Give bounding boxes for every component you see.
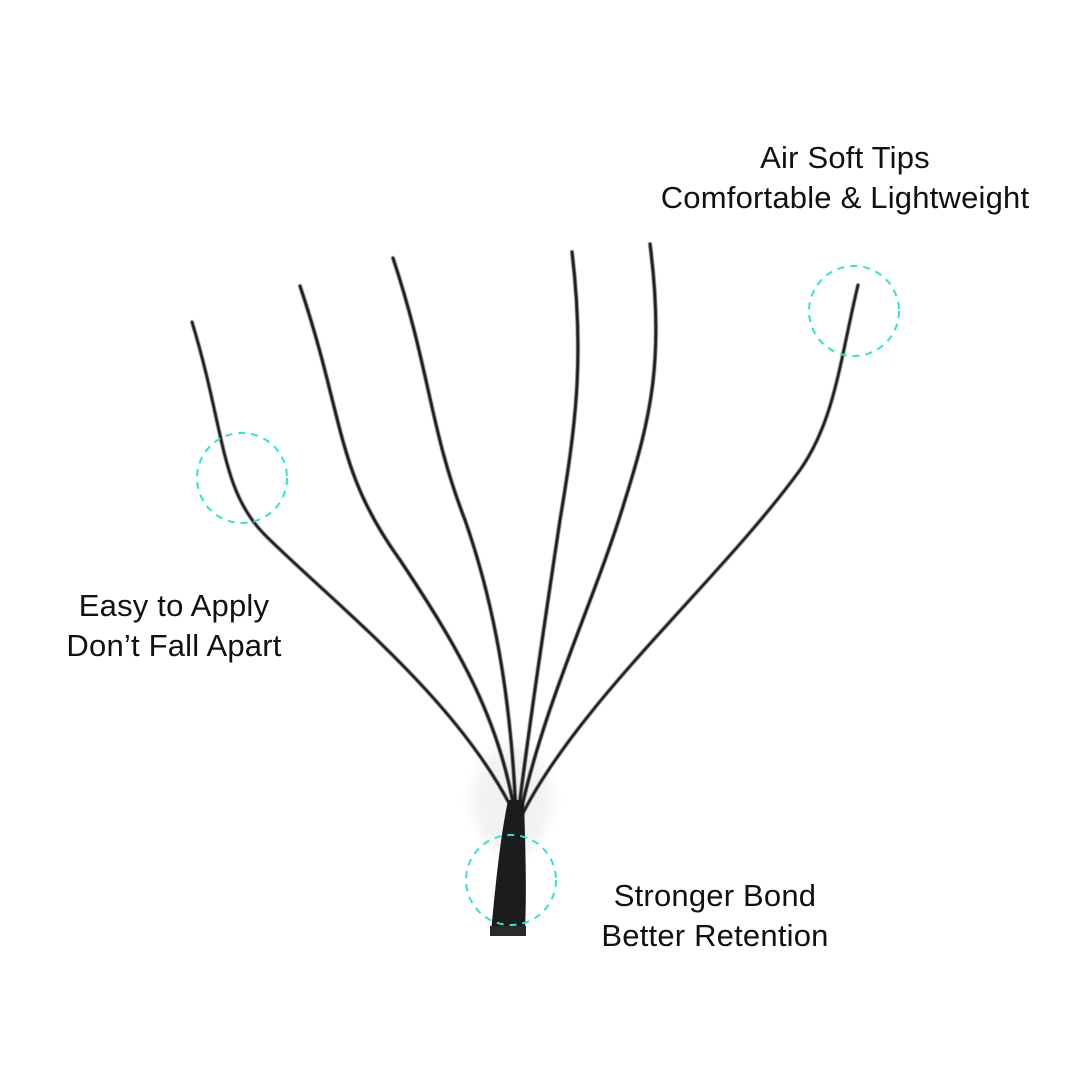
lash-strand-6	[520, 283, 860, 817]
lash-strand-3	[391, 256, 518, 817]
lash-base-tip	[490, 926, 526, 936]
lash-strands	[190, 242, 860, 817]
lash-strand-5	[518, 242, 658, 817]
lash-bonded-base	[491, 800, 526, 932]
callout-tips-title: Air Soft Tips	[760, 140, 930, 175]
highlight-circle-bond	[465, 834, 557, 926]
highlight-circles	[196, 265, 900, 926]
lash-strand-1	[190, 320, 517, 817]
callout-stronger-bond: Stronger Bond Better Retention	[580, 876, 850, 956]
highlight-circle-tips	[808, 265, 900, 357]
callout-tips-subtitle: Comfortable & Lightweight	[660, 180, 1030, 215]
callout-air-soft-tips: Air Soft Tips Comfortable & Lightweight	[640, 138, 1050, 218]
callout-apply-subtitle: Don’t Fall Apart	[66, 628, 282, 663]
lash-strand-2	[298, 284, 517, 817]
highlight-circle-apply	[196, 432, 288, 524]
callout-bond-title: Stronger Bond	[613, 878, 817, 913]
callout-apply-title: Easy to Apply	[78, 588, 270, 623]
callout-bond-subtitle: Better Retention	[601, 918, 829, 953]
lash-strand-4	[516, 250, 580, 817]
callout-easy-to-apply: Easy to Apply Don’t Fall Apart	[40, 586, 308, 666]
